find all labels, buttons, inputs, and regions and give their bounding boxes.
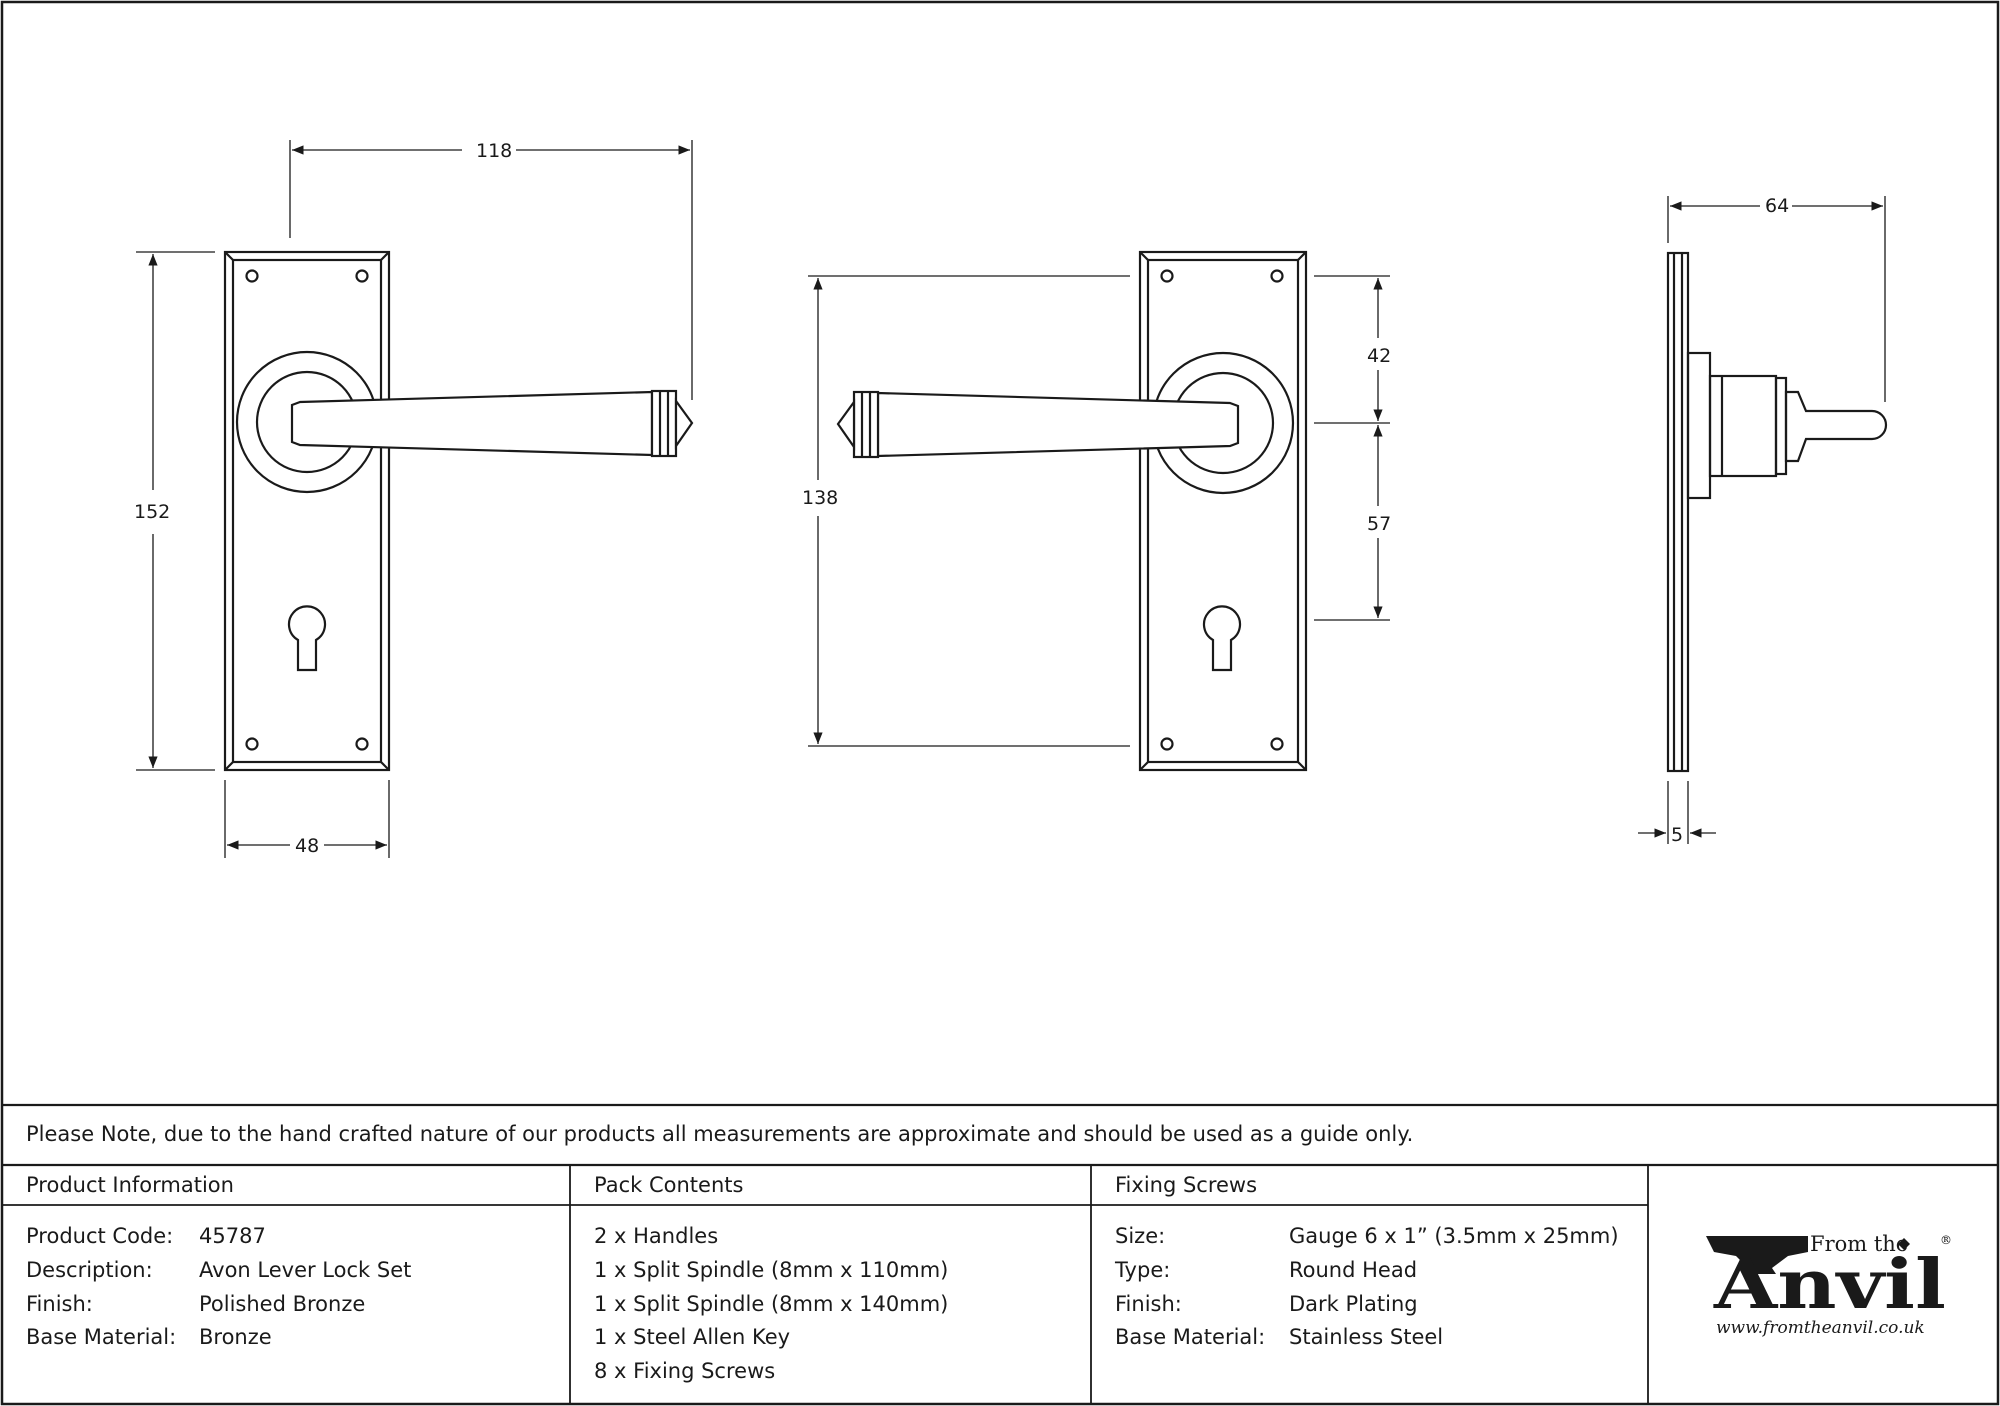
screw-finish-label: Finish:: [1115, 1292, 1182, 1316]
description-value: Avon Lever Lock Set: [199, 1258, 412, 1282]
back-view: [836, 250, 1308, 772]
logo-registered-mark: ®: [1940, 1233, 1952, 1247]
back-lever-tip: [836, 398, 856, 451]
anvil-logo-icon: [1706, 1236, 1910, 1274]
screw-material-label: Base Material:: [1115, 1325, 1266, 1349]
screw-hole: [1160, 269, 1174, 283]
front-backplate-inner: [231, 258, 383, 764]
screw-material-value: Stainless Steel: [1289, 1325, 1444, 1349]
dim-64: 64: [1765, 195, 1789, 217]
product-code-label: Product Code:: [26, 1224, 174, 1248]
side-backplate: [1666, 251, 1690, 773]
pack-item: 1 x Steel Allen Key: [594, 1325, 791, 1349]
side-lever: [1784, 390, 1888, 463]
back-backplate: [1138, 250, 1308, 772]
logo-anvil-wordmark: Anvil: [1713, 1245, 1946, 1325]
front-view: [223, 250, 694, 772]
base-material-label: Base Material:: [26, 1325, 177, 1349]
pack-item: 1 x Split Spindle (8mm x 140mm): [594, 1292, 949, 1316]
base-material-value: Bronze: [199, 1325, 272, 1349]
front-backplate: [223, 250, 391, 772]
pack-item: 2 x Handles: [594, 1224, 719, 1248]
front-lever-end: [650, 389, 678, 458]
logo-url: www.fromtheanvil.co.uk: [1716, 1318, 1925, 1338]
dim-5: 5: [1671, 824, 1683, 846]
screw-hole: [1270, 269, 1284, 283]
logo-from-the: From the: [1810, 1232, 1909, 1256]
screw-type-value: Round Head: [1289, 1258, 1418, 1282]
screw-hole: [245, 269, 259, 283]
side-collar: [1774, 376, 1788, 476]
dim-42: 42: [1367, 345, 1391, 367]
pack-contents-heading: Pack Contents: [594, 1173, 744, 1197]
front-lever-tip: [674, 397, 694, 450]
screw-size-label: Size:: [1115, 1224, 1166, 1248]
back-lever-end: [852, 390, 880, 459]
description-label: Description:: [26, 1258, 153, 1282]
product-info-heading: Product Information: [26, 1173, 234, 1197]
info-table-lines: [2, 1103, 1998, 1404]
screw-hole: [245, 737, 259, 751]
screw-hole: [1270, 737, 1284, 751]
screw-size-value: Gauge 6 x 1” (3.5mm x 25mm): [1289, 1224, 1619, 1248]
product-code-value: 45787: [199, 1224, 266, 1248]
screw-hole: [355, 269, 369, 283]
dim-57: 57: [1367, 513, 1391, 535]
screw-type-label: Type:: [1115, 1258, 1171, 1282]
fixing-screws-heading: Fixing Screws: [1115, 1173, 1258, 1197]
finish-label: Finish:: [26, 1292, 93, 1316]
side-rose: [1686, 351, 1712, 500]
screw-hole: [1160, 737, 1174, 751]
dim-118: 118: [476, 140, 512, 162]
diamond-icon: [1898, 1238, 1910, 1250]
side-neck: [1708, 374, 1778, 478]
front-keyhole: [287, 605, 327, 672]
screw-finish-value: Dark Plating: [1289, 1292, 1418, 1316]
dim-48: 48: [295, 835, 319, 857]
back-backplate-inner: [1146, 258, 1300, 764]
pack-item: 8 x Fixing Screws: [594, 1359, 776, 1383]
back-lever: [876, 391, 1240, 458]
back-keyhole: [1202, 605, 1242, 672]
front-lever: [290, 390, 654, 457]
screw-hole: [355, 737, 369, 751]
dim-152: 152: [134, 501, 170, 523]
pack-item: 1 x Split Spindle (8mm x 110mm): [594, 1258, 949, 1282]
finish-value: Polished Bronze: [199, 1292, 366, 1316]
measurement-note: Please Note, due to the hand crafted nat…: [26, 1122, 1414, 1146]
dim-138: 138: [802, 487, 838, 509]
side-view: [1666, 251, 1888, 773]
